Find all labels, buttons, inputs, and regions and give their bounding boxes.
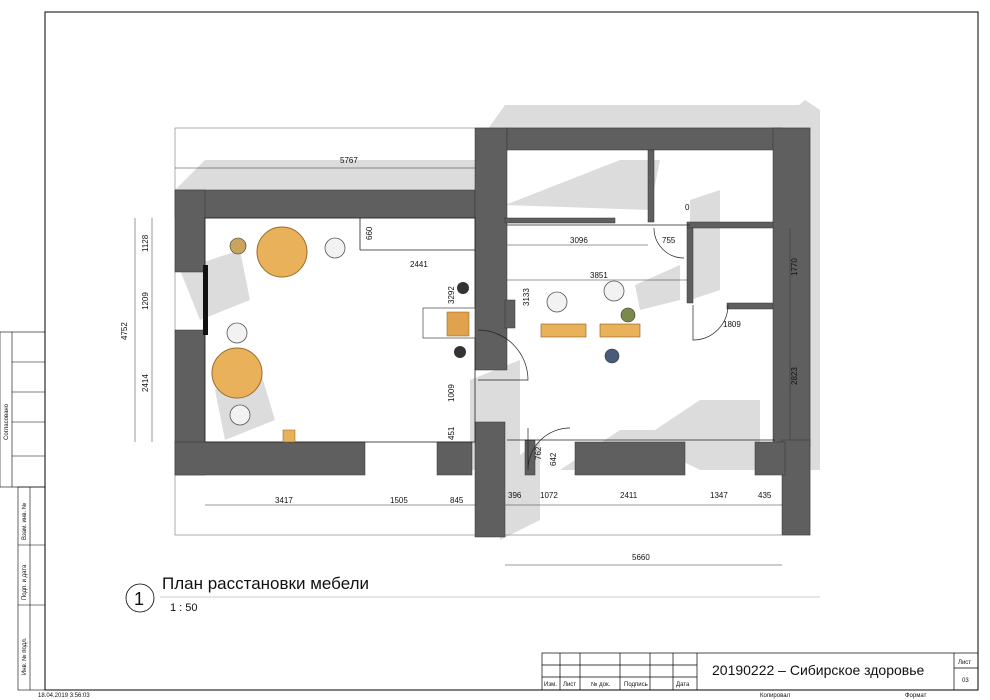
tb-col-date: Дата <box>676 682 690 688</box>
tb-sheet-number: 03 <box>962 678 969 684</box>
view-title: План расстановки мебели <box>162 574 369 593</box>
dim-bottom-435: 435 <box>758 491 772 500</box>
dim-451: 451 <box>447 426 456 440</box>
dim-bottom-1505: 1505 <box>390 496 408 505</box>
dim-3096: 3096 <box>570 236 588 245</box>
tb-format: Формат <box>905 693 927 699</box>
dim-top-overall: 5767 <box>340 156 358 165</box>
dim-3292: 3292 <box>447 286 456 304</box>
stamp-inv-replace: Взам. инв. № <box>21 503 28 540</box>
dim-bottom-1347: 1347 <box>710 491 728 500</box>
dimension-lines <box>134 167 791 566</box>
dim-0: 0 <box>685 203 690 212</box>
dim-642: 642 <box>549 452 558 466</box>
print-date: 18.04.2019 3:56:03 <box>38 693 90 699</box>
stamp-inv-orig: Инв. № подл. <box>21 637 28 675</box>
dim-bottom-2411: 2411 <box>620 491 638 500</box>
dim-left-overall: 4752 <box>120 322 129 340</box>
tb-project: 20190222 – Сибирское здоровье <box>712 662 925 678</box>
dim-bottom-845: 845 <box>450 496 464 505</box>
dim-2823: 2823 <box>790 367 799 385</box>
side-stamp <box>0 331 46 691</box>
cabinet <box>282 429 296 443</box>
dim-bottom-3417: 3417 <box>275 496 293 505</box>
tb-col-doc: № док. <box>591 681 611 688</box>
stamp-agreed: Согласовано <box>4 403 10 440</box>
title-block <box>541 652 979 691</box>
dim-bottom-1072: 1072 <box>540 491 558 500</box>
window <box>203 265 208 335</box>
dim-755: 755 <box>662 236 676 245</box>
dim-left-seg2: 1209 <box>141 292 150 310</box>
tb-copied: Копировал <box>760 693 791 699</box>
dim-3851: 3851 <box>590 271 608 280</box>
dim-left-seg1: 1128 <box>141 234 150 252</box>
view-number-circle <box>125 583 155 613</box>
dim-1009: 1009 <box>447 384 456 402</box>
chairs <box>226 237 625 426</box>
dim-2441: 2441 <box>410 260 428 269</box>
walls <box>174 127 811 538</box>
round-tables <box>211 226 308 399</box>
dim-bottom-overall: 5660 <box>632 553 650 562</box>
dim-3133: 3133 <box>522 288 531 306</box>
dim-1770: 1770 <box>790 258 799 276</box>
stamp-sign-date-1: Подп. и дата <box>22 564 28 600</box>
tb-sheet-label: Лист <box>958 660 971 666</box>
people <box>229 237 636 364</box>
tb-col-izm: Изм. <box>544 682 557 688</box>
dim-660: 660 <box>365 226 374 240</box>
tb-col-sign: Подпись <box>624 682 648 688</box>
tb-col-list: Лист <box>563 682 576 688</box>
dim-bottom-396: 396 <box>508 491 522 500</box>
dim-left-seg3: 2414 <box>141 374 150 392</box>
dim-762: 762 <box>534 446 543 460</box>
desks <box>540 323 641 338</box>
counter <box>422 282 476 358</box>
view-scale: 1 : 50 <box>170 602 198 614</box>
view-number: 1 <box>134 589 144 609</box>
dim-1809: 1809 <box>723 320 741 329</box>
doors <box>477 227 729 471</box>
